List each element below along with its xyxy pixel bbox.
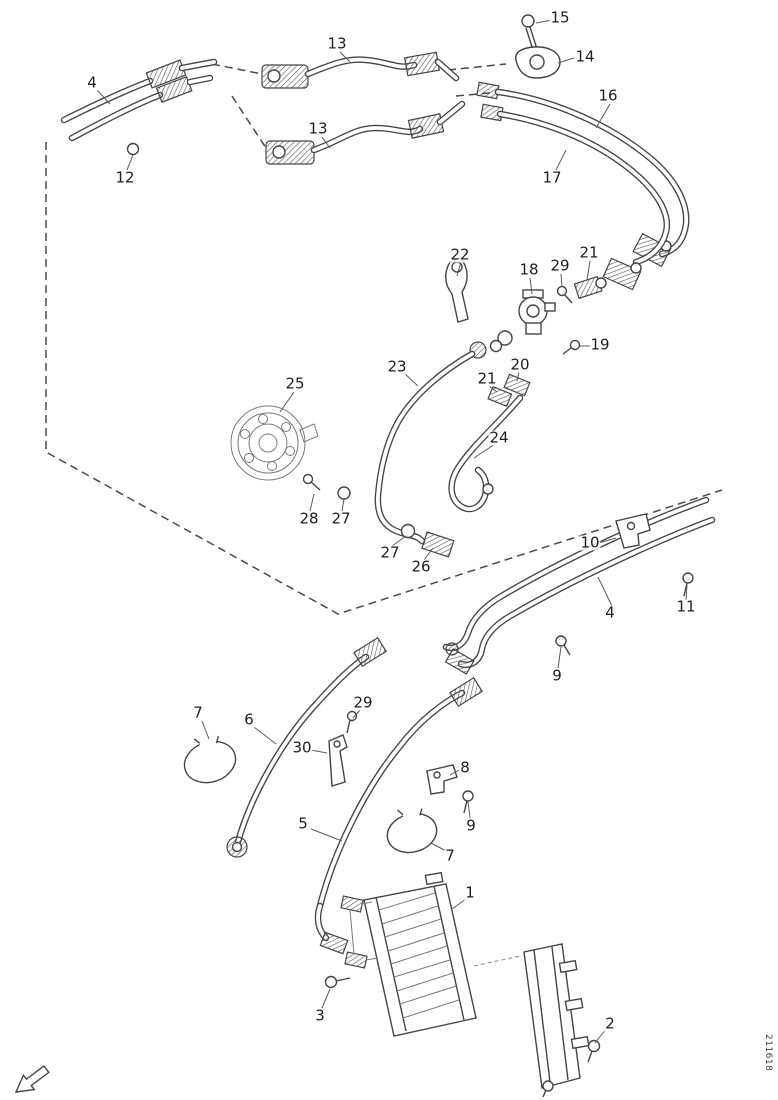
bracket-8 [426, 764, 474, 814]
callout-5: 5 [297, 814, 309, 833]
callout-21: 21 [578, 243, 600, 262]
hose-13-upper [261, 51, 460, 89]
clamp-7-right [386, 808, 438, 854]
callout-2: 2 [604, 1014, 616, 1033]
callout-9: 9 [465, 816, 477, 835]
callout-27: 27 [330, 509, 352, 528]
bolt-15 [521, 14, 535, 28]
pipes-16-17 [476, 81, 690, 291]
thermostat-assembly [445, 257, 607, 408]
mount-bracket-2 [473, 943, 601, 1098]
engine-cover-25 [230, 405, 351, 500]
callout-10: 10 [579, 533, 601, 552]
bolt-3 [324, 975, 338, 989]
oil-cooler-1 [324, 871, 477, 1037]
hose-24 [448, 394, 524, 513]
callout-23: 23 [386, 357, 408, 376]
upper-left-hose-4 [60, 58, 218, 156]
fitting-20 [503, 373, 531, 397]
bolt-2a [587, 1039, 601, 1053]
bracket-22 [445, 257, 469, 323]
bolt-9-lower [462, 790, 474, 802]
callout-7: 7 [192, 703, 204, 722]
hose-5 [314, 676, 483, 955]
fitting-26 [421, 531, 455, 558]
callout-4: 4 [604, 603, 616, 622]
callout-8: 8 [459, 758, 471, 777]
callout-20: 20 [509, 355, 531, 374]
callout-1: 1 [464, 883, 476, 902]
callout-18: 18 [518, 260, 540, 279]
callout-14: 14 [574, 47, 596, 66]
callout-17: 17 [541, 168, 563, 187]
lower-pipes-4 [442, 496, 716, 675]
callout-6: 6 [243, 710, 255, 729]
callout-28: 28 [298, 509, 320, 528]
leader-lines [96, 19, 688, 1044]
washer-27-upper [337, 486, 351, 500]
reference-dashed-lines [45, 63, 723, 615]
bolt-2b [542, 1080, 554, 1092]
callout-9: 9 [551, 666, 563, 685]
callout-25: 25 [284, 374, 306, 393]
callout-16: 16 [597, 86, 619, 105]
callout-21: 21 [476, 369, 498, 388]
washer-27-lower [400, 523, 416, 539]
callout-15: 15 [549, 8, 571, 27]
callout-7: 7 [444, 846, 456, 865]
hose-13-lower [265, 100, 466, 165]
bolt-9-upper [555, 635, 567, 647]
callout-24: 24 [488, 428, 510, 447]
fitting-21-lower [487, 385, 513, 408]
bracket-10 [615, 513, 651, 549]
callout-4: 4 [86, 73, 98, 92]
callout-12: 12 [114, 168, 136, 187]
callout-27: 27 [379, 543, 401, 562]
bolt-29-lower [346, 710, 358, 722]
callout-29: 29 [352, 693, 374, 712]
callout-30: 30 [291, 738, 313, 757]
callout-26: 26 [410, 557, 432, 576]
callout-13: 13 [326, 34, 348, 53]
callout-13: 13 [307, 119, 329, 138]
direction-arrow-icon [14, 1065, 50, 1093]
hose-6 [226, 636, 387, 858]
callout-22: 22 [449, 245, 471, 264]
clamp-7-left [183, 735, 237, 784]
diagram-code: 211618 [763, 1034, 773, 1072]
callout-19: 19 [589, 335, 611, 354]
bracket-30 [328, 710, 358, 787]
hose-23 [374, 350, 476, 558]
callout-29: 29 [549, 256, 571, 275]
bolt-19 [569, 339, 581, 351]
callout-3: 3 [314, 1006, 326, 1025]
bolt-11 [682, 572, 694, 584]
callout-11: 11 [675, 597, 697, 616]
bolt-29-upper [556, 285, 568, 297]
bolt-28 [302, 473, 314, 485]
bolt-12 [126, 142, 140, 156]
